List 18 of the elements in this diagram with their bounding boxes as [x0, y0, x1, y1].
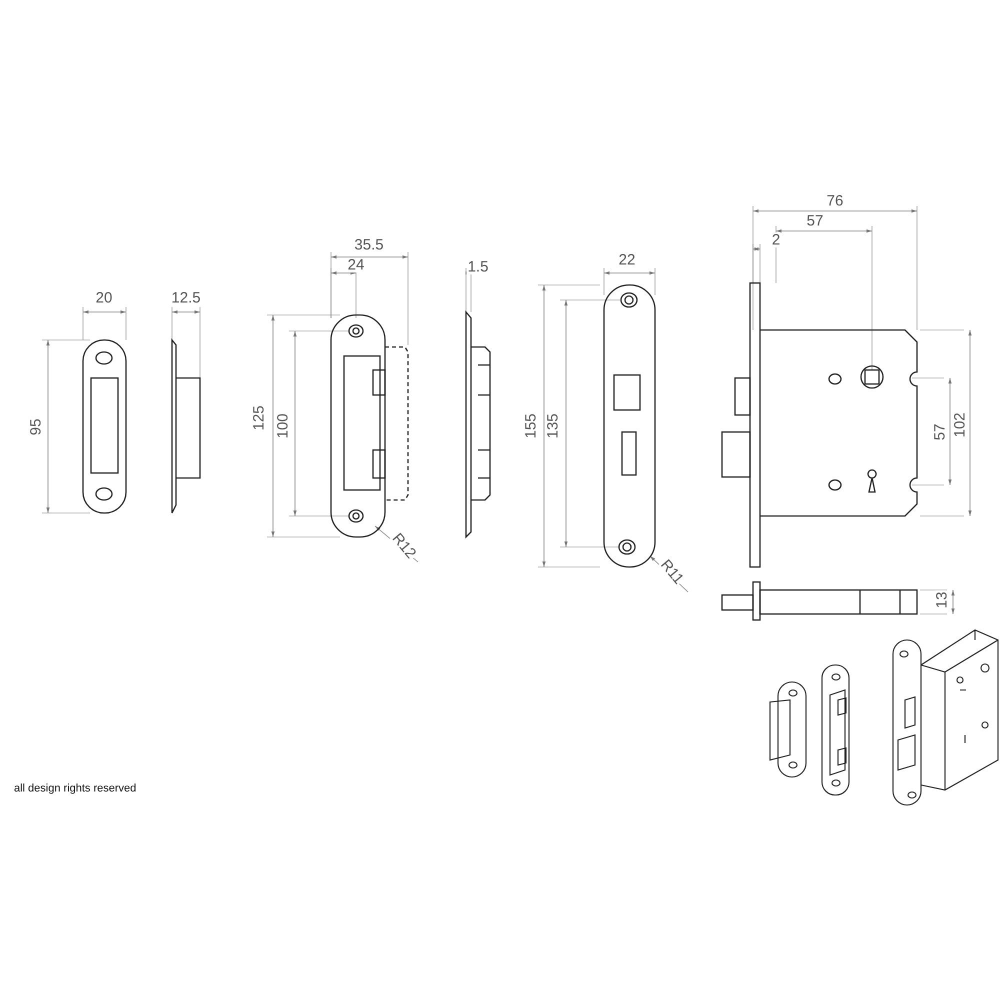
- dimension-label: 2: [770, 232, 782, 248]
- dimension-label: 1.5: [466, 260, 490, 274]
- dimension-label: 95: [28, 418, 44, 436]
- dimension-label: 125: [252, 404, 266, 432]
- dimension-label: 24: [346, 258, 366, 272]
- dimension-label: 35.5: [353, 238, 385, 252]
- dimension-label: 135: [546, 412, 560, 440]
- dimension-label: 155: [524, 412, 538, 440]
- dimension-label: 76: [826, 194, 844, 208]
- dimension-label: 57: [932, 422, 948, 442]
- dimension-label: 12.5: [170, 290, 202, 306]
- dimension-label: 20: [94, 290, 114, 306]
- copyright-note: all design rights reserved: [13, 784, 138, 794]
- dimension-label: 102: [952, 411, 968, 439]
- dimension-label: 100: [276, 412, 290, 440]
- dimension-label: 57: [806, 214, 824, 228]
- dimension-label: 13: [934, 590, 950, 610]
- dimension-label: 22: [618, 252, 636, 268]
